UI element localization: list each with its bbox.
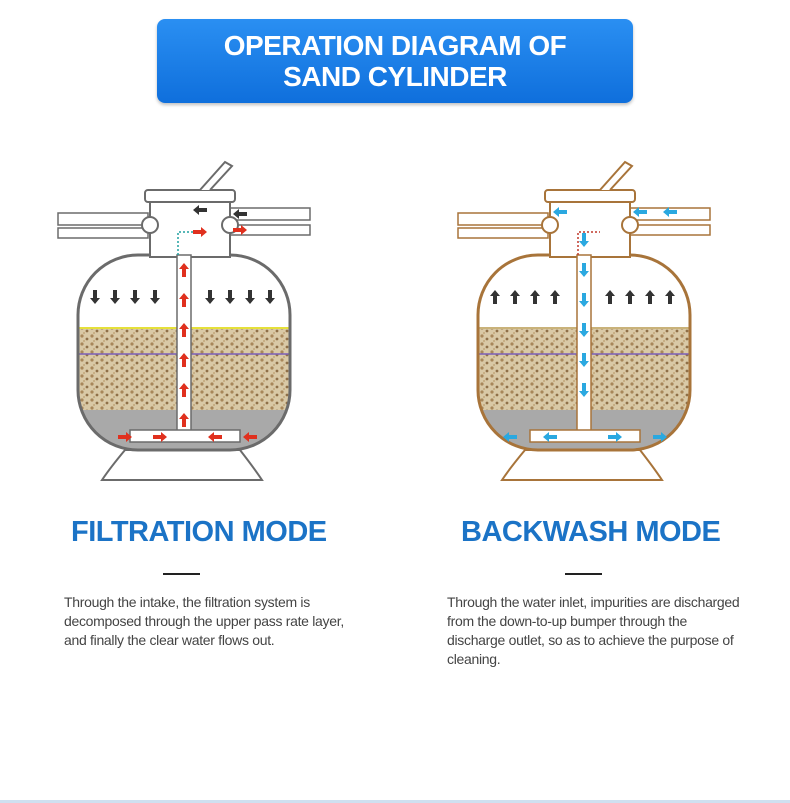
flow-arrow-left [663, 207, 677, 217]
tank-base [100, 449, 264, 481]
flow-arrow-right [118, 432, 132, 442]
flow-arrow-left [193, 205, 207, 215]
flow-arrow-down [579, 233, 589, 247]
pipe [629, 224, 711, 236]
flow-arrow-down [225, 290, 235, 304]
flow-arrow-left [553, 207, 567, 217]
divider [565, 573, 602, 575]
flow-arrow-right [608, 432, 622, 442]
flow-arrow-up [179, 323, 189, 337]
flow-arrow-left [233, 209, 247, 219]
flow-arrow-right [193, 227, 207, 237]
title-line-2: SAND CYLINDER [283, 61, 507, 92]
flow-arrow-up [490, 290, 500, 304]
title-line-1: OPERATION DIAGRAM OF [223, 30, 567, 61]
flow-arrow-down [579, 293, 589, 307]
flow-arrow-left [208, 432, 222, 442]
flow-arrow-down [579, 323, 589, 337]
bottom-border [0, 800, 790, 803]
flow-arrow-down [265, 290, 275, 304]
lateral-pipe [129, 429, 241, 443]
flow-arrow-up [179, 263, 189, 277]
flow-arrow-up [179, 413, 189, 427]
flow-arrow-up [530, 290, 540, 304]
flow-arrow-up [179, 383, 189, 397]
filtration-mode-heading: FILTRATION MODE [71, 516, 327, 548]
flow-arrow-down [579, 383, 589, 397]
flow-arrow-up [550, 290, 560, 304]
flow-arrow-up [179, 353, 189, 367]
inlet-pipe [57, 212, 149, 226]
filtration-mode-description: Through the intake, the filtration syste… [64, 594, 344, 648]
pipe-nut [541, 216, 559, 234]
tank-base [500, 449, 664, 481]
inlet-pipe [457, 212, 549, 226]
flow-arrow-down [205, 290, 215, 304]
valve-body [149, 201, 231, 258]
flow-arrow-down [579, 263, 589, 277]
pipe-nut [621, 216, 639, 234]
flow-arrow-down [130, 290, 140, 304]
flow-arrow-right [653, 432, 667, 442]
pipe-nut [141, 216, 159, 234]
flow-arrow-down [245, 290, 255, 304]
flow-arrow-up [625, 290, 635, 304]
flow-arrow-down [579, 353, 589, 367]
flow-arrow-up [510, 290, 520, 304]
flow-path [577, 231, 600, 255]
flow-arrow-left [543, 432, 557, 442]
backwash-tank-illustration [457, 160, 711, 481]
flow-arrow-down [150, 290, 160, 304]
valve-handle [199, 160, 234, 191]
backwash-mode-heading: BACKWASH MODE [461, 516, 721, 548]
valve-handle [599, 160, 634, 191]
flow-arrow-down [90, 290, 100, 304]
flow-arrow-up [179, 293, 189, 307]
pipe [457, 227, 549, 239]
flow-arrow-left [503, 432, 517, 442]
divider [163, 573, 200, 575]
flow-arrow-down [110, 290, 120, 304]
pipe [57, 227, 149, 239]
filtration-tank-illustration [57, 160, 311, 481]
flow-arrow-right [153, 432, 167, 442]
backwash-mode-description: Through the water inlet, impurities are … [447, 594, 740, 667]
title-banner: OPERATION DIAGRAM OF SAND CYLINDER [157, 19, 633, 103]
flow-arrow-left [633, 207, 647, 217]
valve-cap [544, 189, 636, 203]
center-pipe [176, 254, 192, 436]
center-pipe [576, 254, 592, 436]
flow-arrow-right [233, 225, 247, 235]
flow-arrow-up [665, 290, 675, 304]
flow-arrow-up [645, 290, 655, 304]
valve-cap [144, 189, 236, 203]
flow-path [177, 231, 200, 255]
flow-arrow-up [605, 290, 615, 304]
flow-arrow-left [243, 432, 257, 442]
